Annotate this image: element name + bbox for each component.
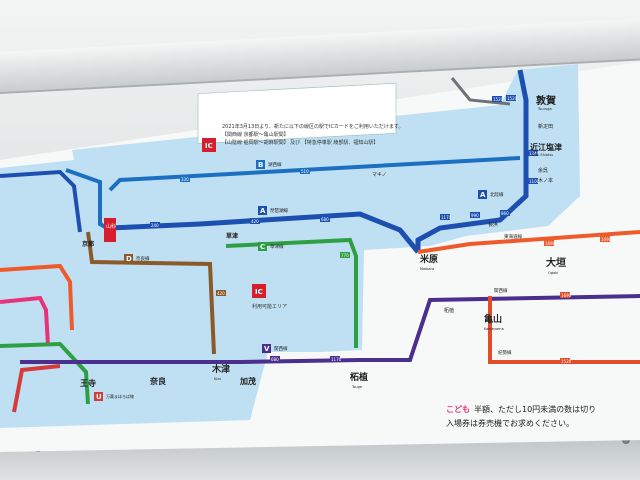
station-oji: 王寺 [80, 378, 96, 388]
svg-text:1690: 1690 [561, 293, 572, 298]
station-kusatsu: 草津 [226, 232, 238, 240]
svg-text:琵琶湖線: 琵琶湖線 [270, 207, 288, 214]
left-line-green [0, 341, 90, 405]
manyo-line-route [12, 364, 61, 413]
svg-text:関西線: 関西線 [274, 345, 288, 352]
svg-text:1340: 1340 [529, 151, 540, 156]
line-badge-a2: A [480, 191, 486, 199]
svg-text:Kizu: Kizu [214, 377, 221, 381]
svg-text:510: 510 [301, 169, 309, 174]
notice-line3: 【山陰線 船岡駅〜胡麻駅間】 及び 【特急停車駅 綾部駅、福知山駅】 [222, 139, 378, 146]
svg-text:Maibara: Maibara [420, 267, 434, 271]
station-kizu: 木津 [211, 363, 230, 375]
svg-text:240: 240 [151, 223, 159, 228]
kisei-line-label: 紀勢線 [498, 349, 512, 356]
station-tsuge-kansai: 柘植 [444, 307, 454, 314]
svg-text:北陸線: 北陸線 [490, 191, 504, 198]
svg-text:Tsuruga: Tsuruga [537, 107, 552, 111]
station-yamashina: 山科 [106, 223, 116, 230]
current-station-marker [104, 218, 116, 242]
svg-text:1520: 1520 [507, 96, 518, 101]
station-shinhikida: 新疋田 [538, 123, 553, 130]
station-tsuge: 柘植 [349, 371, 368, 383]
ic-area-label: 利用可能エリア [252, 303, 287, 310]
station-omishiotsu: 近江塩津 [530, 142, 562, 152]
station-maibara: 米原 [419, 253, 438, 265]
station-nara: 奈良 [149, 376, 166, 386]
kansai-line-label: 関西線 [494, 287, 508, 294]
line-badge-u: U [96, 393, 102, 401]
svg-text:330: 330 [181, 177, 189, 182]
svg-text:万葉まほろば線: 万葉まほろば線 [106, 393, 134, 399]
footer-child-label: こども [446, 404, 470, 414]
svg-text:1520: 1520 [493, 97, 504, 102]
svg-text:860: 860 [501, 211, 509, 216]
kansai-line-route [20, 294, 640, 364]
ic-area-badge [252, 284, 266, 298]
hokuriku-line-route [415, 69, 529, 252]
notice-box [197, 82, 397, 144]
svg-text:680: 680 [321, 217, 329, 222]
kisei-line-route [488, 296, 640, 364]
connector-line-gray [450, 77, 511, 106]
notice-ic-label: IC [205, 142, 213, 150]
footer-line1: 半額、ただし10円未満の数は切り [474, 404, 596, 414]
tokaido-line-label: 東海道線 [504, 233, 522, 240]
footer-line2: 入場券は券売機でお求めください。 [446, 418, 574, 428]
svg-text:1690: 1690 [601, 237, 612, 242]
station-makino: マキノ [372, 172, 387, 178]
svg-text:1520: 1520 [561, 359, 572, 364]
line-badge-c: C [260, 243, 265, 251]
svg-text:770: 770 [341, 253, 349, 258]
station-kameyama: 亀山 [484, 313, 502, 325]
station-nagahama: 長浜 [488, 221, 498, 228]
left-line-orange [0, 263, 74, 331]
station-yogo: 余呉 [538, 167, 548, 174]
svg-text:1170: 1170 [331, 357, 342, 362]
station-tsuruga: 敦賀 [536, 94, 556, 107]
svg-text:草津線: 草津線 [270, 243, 284, 250]
svg-text:990: 990 [471, 213, 479, 218]
line-badge-a: A [260, 207, 266, 215]
fare-chips: 1520 1520 1340 1100 1170 990 860 1690 16… [150, 95, 612, 364]
line-badge-b: B [258, 161, 263, 169]
svg-text:1690: 1690 [545, 241, 556, 246]
line-badges: B 湖西線 A 琵琶湖線 A 北陸線 C 草津線 D 奈良線 V 関西線 U 万… [94, 160, 522, 401]
station-kamo: 加茂 [239, 376, 256, 386]
svg-text:Ogaki: Ogaki [548, 271, 558, 275]
line-badge-v: V [264, 345, 270, 353]
station-ogaki: 大垣 [546, 256, 566, 269]
tokaido-line-route [417, 230, 640, 254]
station-kyoto: 京都 [82, 240, 94, 248]
svg-text:湖西線: 湖西線 [268, 161, 282, 168]
svg-text:Omi-Shiotsu: Omi-Shiotsu [532, 153, 553, 157]
notice-line2: 【関西線 京都駅〜亀山駅間】 [222, 131, 289, 138]
notice-ic-badge [202, 138, 216, 152]
stations: 敦賀 Tsuruga 新疋田 近江塩津 Omi-Shiotsu 余呉 木ノ本 マ… [80, 94, 566, 389]
svg-text:680: 680 [271, 357, 279, 362]
line-badge-d: D [126, 255, 132, 263]
station-kinomoto: 木ノ本 [538, 177, 553, 184]
left-line-blue [0, 169, 82, 233]
kosei-line-route [108, 156, 521, 192]
biwako-line-route [109, 211, 420, 254]
left-line-pink [0, 295, 50, 347]
kusatsu-line-route [225, 237, 358, 348]
svg-text:奈良線: 奈良線 [136, 255, 150, 262]
svg-text:IC: IC [255, 288, 263, 296]
svg-text:Kameyama: Kameyama [484, 327, 504, 331]
notice-line1: 2021年3月13日より、新たに以下の線区の駅でICカードをご利用いただけます。 [222, 123, 403, 130]
svg-text:420: 420 [217, 291, 225, 296]
svg-text:Tsuge: Tsuge [351, 385, 362, 389]
nara-line-route [86, 231, 216, 355]
svg-text:1100: 1100 [529, 179, 540, 184]
ic-area-region [0, 64, 580, 428]
svg-text:1170: 1170 [441, 215, 452, 220]
svg-text:420: 420 [251, 219, 259, 224]
